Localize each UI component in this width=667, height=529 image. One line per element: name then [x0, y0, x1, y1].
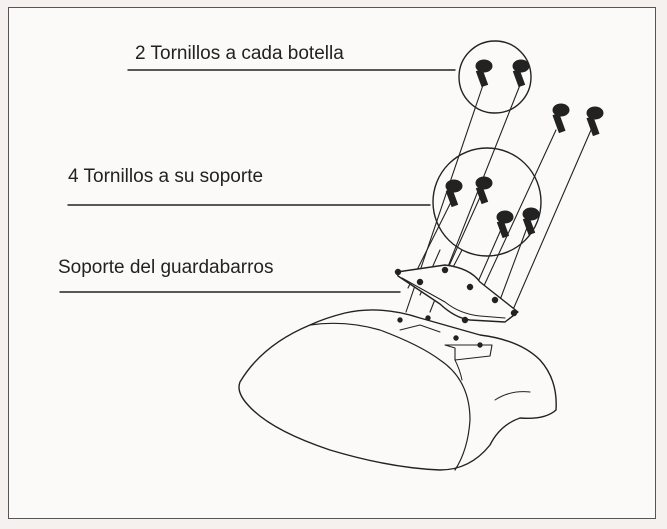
callout-label-fender-bracket: Soporte del guardabarros — [58, 257, 274, 278]
callout-label-bottle-screws: 2 Tornillos a cada botella — [135, 43, 344, 64]
screw-icon — [496, 210, 514, 239]
screw-icon — [512, 59, 530, 88]
front-fender — [238, 309, 557, 471]
screw-icon — [475, 59, 493, 88]
screw-icon — [552, 103, 570, 134]
callout-label-support-screws: 4 Tornillos a su soporte — [68, 166, 264, 187]
fender-bracket-plate — [394, 264, 519, 324]
callout-circle-bottles — [458, 40, 532, 114]
screw-icon — [445, 179, 463, 208]
callout-circle-support — [432, 147, 542, 257]
screw-icon — [586, 106, 604, 137]
screw-icon — [475, 176, 493, 205]
screw-icon — [522, 207, 540, 236]
